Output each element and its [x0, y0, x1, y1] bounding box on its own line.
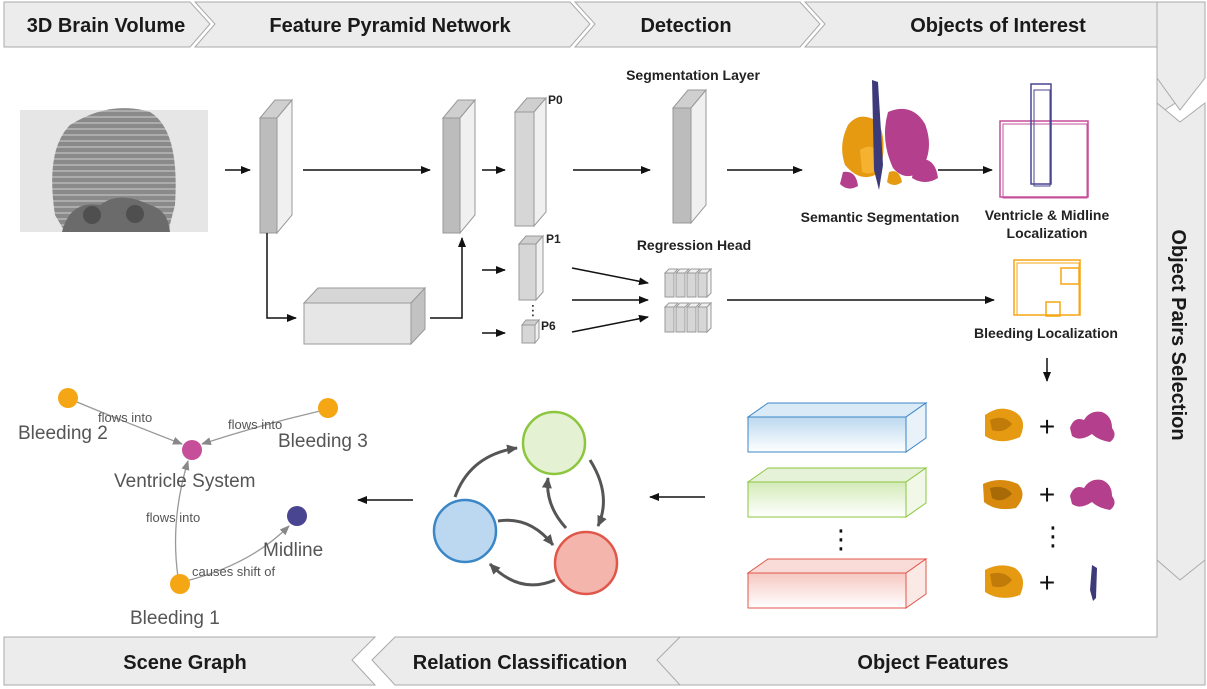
arrow-encoder-to-bottleneck: [266, 233, 297, 322]
stage-title-objects: Objects of Interest: [910, 15, 1086, 37]
relation-edge-red-green: [541, 477, 568, 530]
label-p1: P1: [546, 232, 561, 246]
node-midline: [287, 506, 307, 526]
stage-banner-detection: [573, 1, 821, 48]
edge-bleeding1-midline: [185, 525, 290, 582]
brain-volume-image: [20, 108, 208, 232]
stage-banner-fpn: [193, 1, 591, 48]
pyramid-level-p6: [520, 318, 541, 345]
node-bleeding-2: [58, 388, 78, 408]
fpn-decoder-slab: [441, 98, 477, 235]
stage-title-brain-volume: 3D Brain Volume: [27, 15, 186, 37]
feature-vector-green: [746, 467, 928, 518]
object-pairs: + + ⋮ +: [983, 408, 1115, 601]
regression-head-blocks: [663, 267, 713, 334]
stage-title-fpn: Feature Pyramid Network: [269, 15, 511, 37]
stage-title-pairs: Object Pairs Selection: [1167, 229, 1189, 440]
fpn-bottleneck-block: [302, 286, 427, 346]
label-bleeding-2: Bleeding 2: [18, 423, 108, 444]
label-p0: P0: [548, 93, 563, 107]
label-ventricle-system: Ventricle System: [114, 471, 256, 492]
segmentation-layer-slab: [671, 88, 708, 225]
detection-block: Segmentation Layer Regression Head: [571, 67, 995, 334]
pair-bleeding-ventricle-2: +: [983, 479, 1115, 510]
stage-banner-objects-corner: [1156, 1, 1206, 111]
stage-banner-frame: 3D Brain Volume Feature Pyramid Network …: [3, 1, 1206, 686]
label-bleeding-3: Bleeding 3: [278, 431, 368, 452]
plus-sign-1: +: [1039, 411, 1055, 442]
edge-label-bleeding1-midline: causes shift of: [192, 564, 275, 579]
stage-banner-scene: [3, 636, 377, 686]
stage-banner-brain-volume: [3, 1, 211, 48]
label-regression-head: Regression Head: [637, 237, 751, 253]
label-midline: Midline: [263, 540, 323, 561]
edge-bleeding1-ventricle: [174, 460, 190, 578]
node-bleeding-1: [170, 574, 190, 594]
feature-vector-red: [746, 558, 928, 609]
object-features: ⋮: [649, 402, 928, 609]
relation-node-blue: [432, 498, 498, 564]
stage-title-relation: Relation Classification: [413, 652, 628, 674]
relation-classifier: [357, 410, 619, 596]
objects-block: Semantic Segmentation Ventricle & Midlin…: [801, 80, 1118, 382]
label-segmentation-layer: Segmentation Layer: [626, 67, 760, 83]
pyramid-level-p1: [517, 234, 545, 302]
relation-edge-red-blue: [488, 562, 556, 587]
edge-label-bleeding1-ventricle: flows into: [146, 510, 200, 525]
plus-sign-2: +: [1039, 479, 1055, 510]
stage-banner-relation: [371, 636, 682, 686]
arrow-bottleneck-to-decoder: [430, 237, 466, 319]
label-bleeding-1: Bleeding 1: [130, 608, 220, 629]
label-p6: P6: [541, 319, 556, 333]
relation-node-red: [553, 530, 619, 596]
fpn-block: P0 P1 ⋮ P6: [225, 93, 563, 346]
feature-vector-blue: [746, 402, 928, 453]
pair-bleeding-ventricle-1: +: [985, 408, 1115, 442]
label-bleeding-localization: Bleeding Localization: [974, 325, 1118, 341]
pairs-ellipsis: ⋮: [1040, 522, 1066, 552]
arrow-p6-to-regression: [571, 314, 649, 333]
relation-node-green: [521, 410, 587, 476]
relation-edge-blue-green: [453, 444, 518, 498]
edge-label-bleeding3-ventricle: flows into: [228, 417, 282, 432]
ventricle-midline-boxes: [999, 83, 1089, 199]
stage-banner-features: [649, 558, 1206, 686]
features-ellipsis: ⋮: [828, 525, 854, 555]
pyramid-level-p0: [513, 96, 548, 228]
pair-bleeding-midline: +: [985, 565, 1097, 601]
label-semantic-segmentation: Semantic Segmentation: [801, 209, 960, 225]
plus-sign-3: +: [1039, 567, 1055, 598]
stage-title-scene: Scene Graph: [123, 652, 246, 674]
edge-label-bleeding2-ventricle: flows into: [98, 410, 152, 425]
relation-edge-blue-red: [497, 518, 555, 546]
semantic-segmentation-render: [840, 80, 938, 190]
label-ventricle-midline-line1: Ventricle & Midline: [985, 207, 1110, 223]
stage-title-detection: Detection: [640, 15, 731, 37]
arrow-p1-to-regression: [571, 267, 649, 286]
stage-title-features: Object Features: [857, 652, 1008, 674]
bleeding-boxes: [1013, 259, 1081, 317]
pyramid-ellipsis: ⋮: [526, 303, 540, 319]
edge-bleeding2-ventricle: [76, 401, 183, 445]
node-ventricle-system: [182, 440, 202, 460]
label-ventricle-midline-line2: Localization: [1007, 225, 1088, 241]
node-bleeding-3: [318, 398, 338, 418]
edge-bleeding3-ventricle: [201, 410, 321, 445]
scene-graph: Bleeding 2 Bleeding 3 Ventricle System M…: [18, 388, 368, 629]
fpn-encoder-slab: [258, 98, 294, 235]
relation-edge-green-red: [588, 459, 607, 527]
